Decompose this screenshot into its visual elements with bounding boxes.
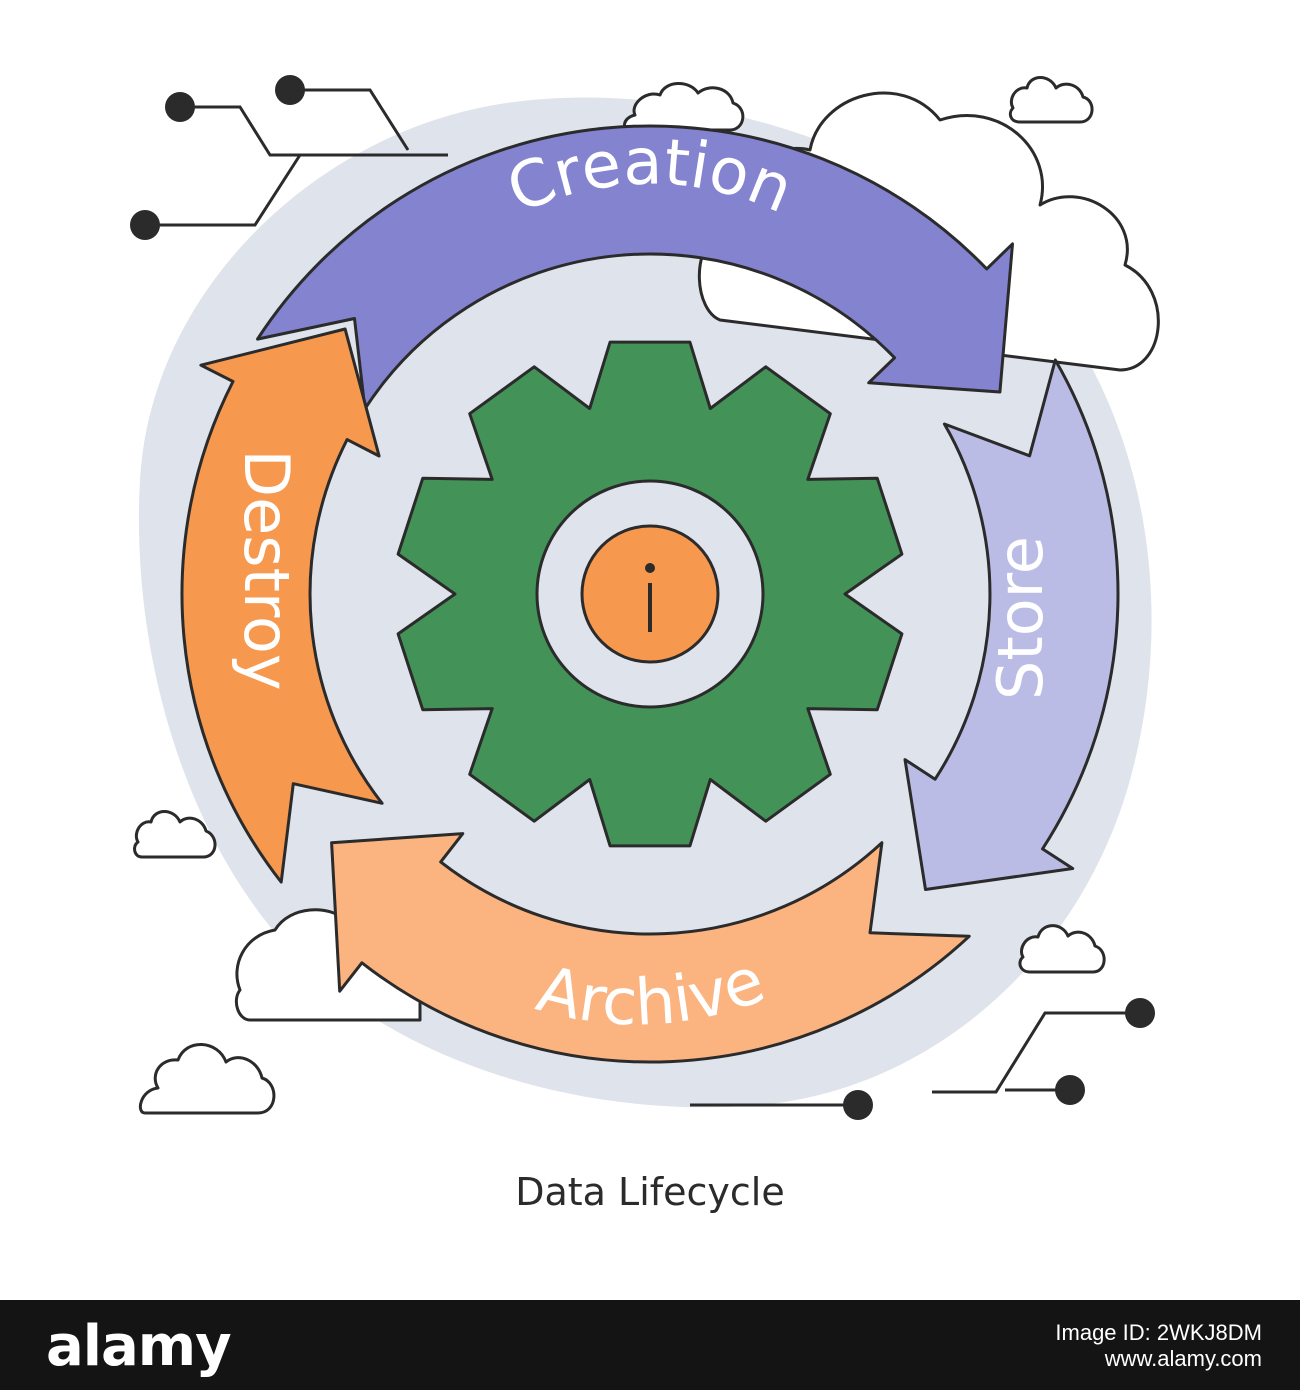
circuit-lines [145, 88, 1140, 1107]
footer-info: Image ID: 2WKJ8DM www.alamy.com [1055, 1320, 1262, 1372]
lifecycle-diagram: Creation Archive Store Destroy [130, 75, 1160, 1120]
small-cloud-top-right-icon [1008, 76, 1094, 124]
segment-label-store: Store [984, 536, 1057, 700]
small-cloud-top-icon [623, 82, 745, 132]
watermark-footer: alamy Image ID: 2WKJ8DM www.alamy.com [0, 1300, 1300, 1390]
small-cloud-left-icon [133, 810, 217, 859]
site-url-text: www.alamy.com [1104, 1346, 1262, 1371]
small-cloud-bottom-right-icon [1018, 924, 1106, 974]
info-glyph [645, 563, 655, 632]
arrow-destroy [180, 327, 384, 884]
diagram-canvas: Creation Archive Store Destroy Data Life… [130, 75, 1160, 1214]
cloud-bottom-left-icon [138, 1043, 276, 1115]
diagram-title: Data Lifecycle [515, 1170, 785, 1214]
arrow-store [903, 358, 1120, 891]
segment-label-destroy: Destroy [230, 449, 303, 690]
arrow-archive [330, 832, 971, 1064]
arrow-creation [256, 124, 1014, 411]
circuit-nodes [130, 75, 1155, 1120]
alamy-logo: alamy [46, 1314, 232, 1379]
image-id-text: Image ID: 2WKJ8DM [1055, 1320, 1262, 1345]
